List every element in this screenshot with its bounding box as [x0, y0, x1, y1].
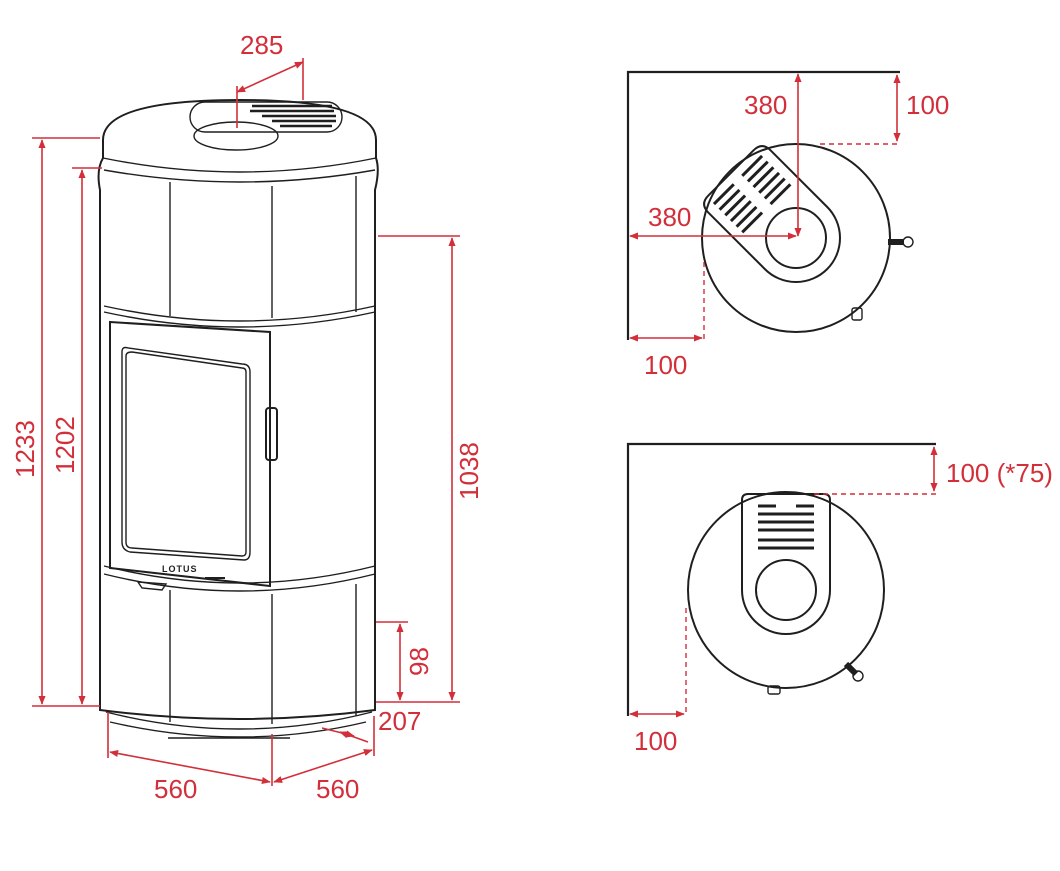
- top-grille: [189, 101, 343, 133]
- dim-flue-from-back: 380: [744, 90, 787, 120]
- door-top-band-2: [103, 311, 376, 328]
- wall-top-grille: [741, 493, 831, 635]
- dim-back-clearance: 100: [906, 90, 949, 120]
- dim-depth: 560: [316, 774, 359, 804]
- dim-flue-from-side: 380: [648, 202, 691, 232]
- stove-body: [97, 157, 379, 720]
- dim-wall-side-clearance: 100: [634, 726, 677, 756]
- wall-plan-labels: 100 (*75) 100: [634, 458, 1053, 756]
- door-glass: [121, 346, 251, 561]
- stove-top-cap: [102, 98, 377, 158]
- upper-panel-seams: [169, 176, 357, 318]
- corner-plan-dimensions: [629, 73, 901, 342]
- front-view-stove: LOTUS: [97, 98, 379, 739]
- wall-stove-circle: [687, 491, 885, 689]
- corner-stove-circle: [701, 143, 891, 333]
- corner-handle-knob: [902, 236, 914, 248]
- wall-handle-knob: [852, 670, 864, 682]
- corner-plan-labels: 380 100 380 100: [644, 90, 949, 380]
- dim-body-height: 1202: [50, 416, 80, 474]
- wall-plan-dimensions: [629, 446, 938, 718]
- corner-plan-view: [626, 70, 914, 340]
- stove-top-rim: [102, 157, 377, 173]
- stove-base-bottom: [109, 721, 367, 738]
- dim-side-clearance: 100: [644, 350, 687, 380]
- top-flue-hole: [193, 121, 279, 151]
- front-view-dimensions: [32, 58, 460, 786]
- corner-top-grille: [703, 145, 841, 283]
- door-bottom-band: [103, 565, 376, 584]
- door-glass-inner: [125, 351, 247, 557]
- door-handle: [265, 407, 278, 461]
- front-view-dimension-labels: 285 1233 1202 1038 98 207 560 560: [10, 30, 484, 804]
- brand-label: LOTUS: [162, 564, 198, 574]
- top-grille-slots: [250, 104, 336, 128]
- corner-latch: [851, 307, 863, 321]
- wall-latch: [767, 685, 781, 695]
- wall-plan-view: [626, 442, 936, 716]
- dim-foot-depth: 207: [378, 706, 421, 736]
- upper-band: [103, 169, 376, 183]
- dim-wall-back-clearance: 100 (*75): [946, 458, 1053, 488]
- dim-base-height: 98: [404, 647, 434, 676]
- dim-width: 560: [154, 774, 197, 804]
- corner-walls: [626, 70, 900, 340]
- stove-base: [105, 711, 373, 730]
- dim-total-height: 1233: [10, 420, 40, 478]
- ash-latch: [136, 581, 168, 591]
- wall-walls: [626, 442, 936, 716]
- door-frame: [109, 320, 271, 588]
- lower-panel-seams: [169, 584, 357, 724]
- dim-top-width: 285: [240, 30, 283, 60]
- dim-side-height: 1038: [454, 442, 484, 500]
- door-top-band: [103, 305, 376, 322]
